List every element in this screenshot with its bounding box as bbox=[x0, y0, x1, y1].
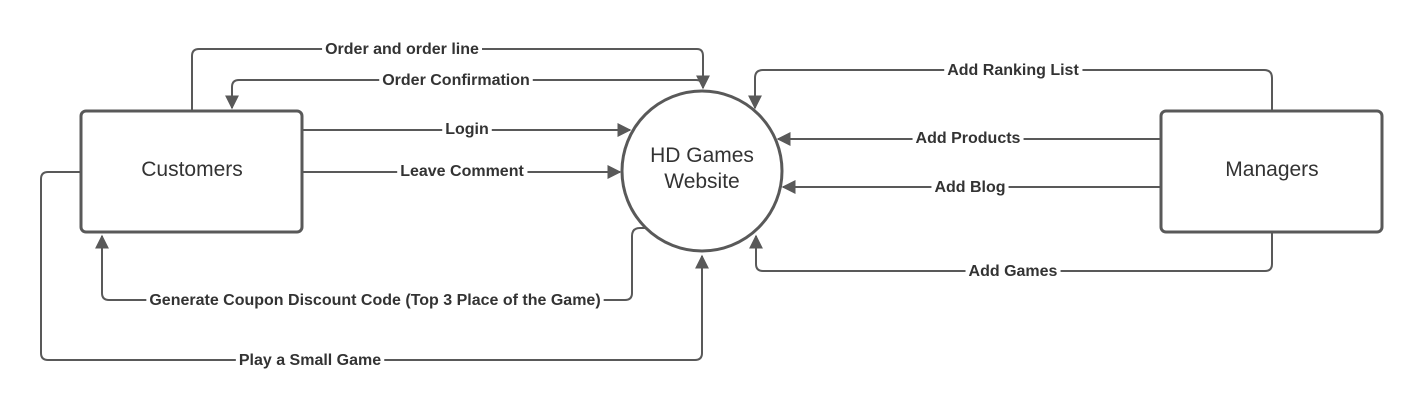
label-add-products: Add Products bbox=[916, 130, 1021, 147]
label-add-blog: Add Blog bbox=[934, 179, 1005, 196]
managers-box bbox=[1159, 109, 1384, 234]
label-leave-comment: Leave Comment bbox=[400, 163, 524, 180]
label-order-confirmation: Order Confirmation bbox=[382, 72, 530, 89]
label-play-small-game: Play a Small Game bbox=[239, 352, 381, 369]
label-generate-coupon: Generate Coupon Discount Code (Top 3 Pla… bbox=[149, 292, 600, 309]
website-label-line1: HD Games bbox=[650, 144, 754, 167]
label-order-and-order-line: Order and order line bbox=[325, 41, 479, 58]
customers-box bbox=[79, 109, 304, 234]
managers-label: Managers bbox=[1225, 158, 1318, 181]
customers-label: Customers bbox=[141, 158, 243, 181]
website-circle bbox=[620, 89, 784, 253]
label-add-ranking-list: Add Ranking List bbox=[947, 62, 1079, 79]
label-login: Login bbox=[445, 121, 489, 138]
edge-generate-coupon bbox=[95, 227, 646, 301]
website-label-line2: Website bbox=[664, 170, 739, 193]
label-add-games: Add Games bbox=[969, 263, 1058, 280]
edge-play-small-game bbox=[40, 171, 709, 361]
